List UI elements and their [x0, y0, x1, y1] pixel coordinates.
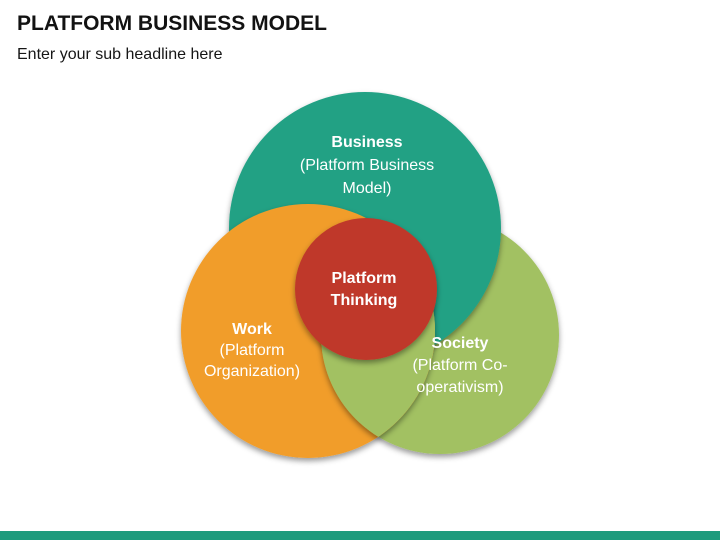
society-detail: (Platform Co-operativism): [412, 357, 508, 396]
work-name: Work: [232, 321, 272, 338]
work-label: Work (Platform Organization): [187, 319, 317, 382]
business-detail: (Platform Business Model): [299, 157, 435, 197]
work-detail: (Platform Organization): [203, 342, 301, 380]
footer-accent-bar: [0, 531, 720, 540]
page-subtitle: Enter your sub headline here: [17, 46, 223, 63]
platform-thinking-label: Platform Thinking: [330, 270, 398, 309]
page-title: PLATFORM BUSINESS MODEL: [17, 12, 327, 35]
business-label: Business (Platform Business Model): [282, 131, 452, 200]
society-label: Society (Platform Co-operativism): [390, 333, 530, 399]
business-name: Business: [331, 134, 403, 151]
society-name: Society: [431, 335, 489, 352]
platform-thinking-circle: [295, 218, 437, 360]
